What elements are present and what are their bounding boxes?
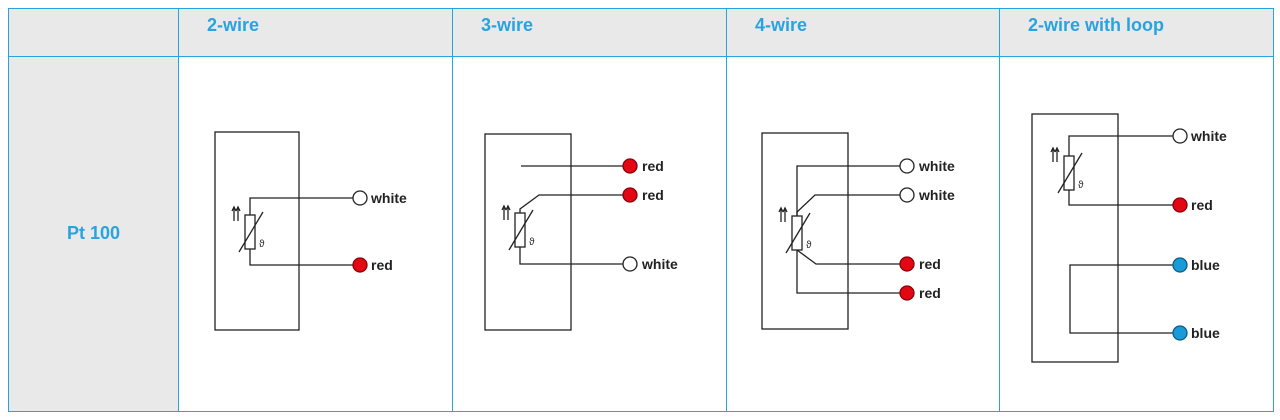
terminal-red-1: [1172, 197, 1188, 213]
schematic-2-wire: ϑ white red: [214, 131, 407, 331]
resistor-slash: [1057, 152, 1083, 194]
terminal-label: white: [918, 187, 955, 203]
wire-white: [519, 247, 623, 265]
sensor-housing: [761, 132, 849, 330]
theta-symbol: ϑ: [1078, 180, 1084, 191]
terminal-label: red: [919, 256, 941, 272]
schematic-4-wire: ϑ white white red red: [761, 132, 955, 330]
sensor-housing: [1031, 113, 1119, 363]
diagram-3-wire: ϑ red red white: [453, 57, 727, 411]
wire-red-1: [796, 249, 900, 265]
terminal-red-1: [622, 158, 638, 174]
column-title-4-wire: 4-wire: [755, 15, 808, 35]
terminal-red-1: [899, 256, 915, 272]
row-label-cell: Pt 100: [9, 57, 179, 411]
terminal-label: white: [370, 190, 407, 206]
diagram-4-wire: ϑ white white red red: [727, 57, 1000, 411]
terminal-label: red: [1191, 197, 1213, 213]
column-title-3-wire: 3-wire: [481, 15, 534, 35]
schematic-2-wire-loop: ϑ white red blue blue: [1031, 113, 1227, 363]
wire-white-1: [796, 165, 900, 216]
wire-blue-loop: [1069, 264, 1173, 334]
terminal-label: red: [642, 158, 664, 174]
sensor-housing: [214, 131, 300, 331]
column-title-2-wire-loop: 2-wire with loop: [1028, 15, 1165, 35]
wire-red-2: [796, 250, 900, 294]
header-corner: [9, 9, 179, 57]
resistor: [514, 212, 526, 248]
terminal-red-1: [352, 257, 368, 273]
wire-red: [249, 249, 353, 266]
wire-red-2: [519, 194, 623, 213]
diagram-2-wire: ϑ white red: [179, 57, 453, 411]
terminal-red-2: [622, 187, 638, 203]
resistor-slash: [238, 211, 264, 253]
terminal-label: red: [642, 187, 664, 203]
terminal-label: blue: [1191, 257, 1220, 273]
terminal-white-2: [899, 187, 915, 203]
terminal-label: white: [918, 158, 955, 174]
header-4-wire: 4-wire: [727, 9, 1000, 57]
row-label-pt100: Pt 100: [66, 223, 121, 243]
terminal-label: white: [1190, 128, 1227, 144]
terminal-label: white: [641, 256, 678, 272]
resistor-slash: [785, 212, 811, 254]
terminal-label: red: [919, 285, 941, 301]
terminal-white-1: [622, 256, 638, 272]
header-3-wire: 3-wire: [453, 9, 727, 57]
wiring-table: 2-wire 3-wire 4-wire 2-wire with loop Pt…: [8, 8, 1274, 412]
schematic-3-wire: ϑ red red white: [484, 133, 678, 331]
header-2-wire-loop: 2-wire with loop: [1000, 9, 1273, 57]
column-title-2-wire: 2-wire: [207, 15, 260, 35]
terminal-blue-2: [1172, 325, 1188, 341]
theta-symbol: ϑ: [529, 237, 535, 248]
resistor: [244, 214, 256, 250]
wire-white: [1068, 135, 1173, 156]
terminal-red-2: [899, 285, 915, 301]
resistor: [791, 215, 803, 251]
theta-symbol: ϑ: [259, 239, 265, 250]
terminal-label: blue: [1191, 325, 1220, 341]
terminal-label: red: [371, 257, 393, 273]
sensor-housing: [484, 133, 572, 331]
diagram-2-wire-loop: ϑ white red blue blue: [1000, 57, 1273, 411]
wire-white-2: [796, 194, 900, 216]
terminal-white-1: [899, 158, 915, 174]
resistor: [1063, 155, 1075, 191]
terminal-white-1: [352, 190, 368, 206]
theta-symbol: ϑ: [806, 240, 812, 251]
terminal-white-1: [1172, 128, 1188, 144]
resistor-slash: [508, 209, 534, 251]
header-2-wire: 2-wire: [179, 9, 453, 57]
wire-red: [1068, 190, 1173, 206]
terminal-blue-1: [1172, 257, 1188, 273]
wire-white: [249, 197, 353, 215]
